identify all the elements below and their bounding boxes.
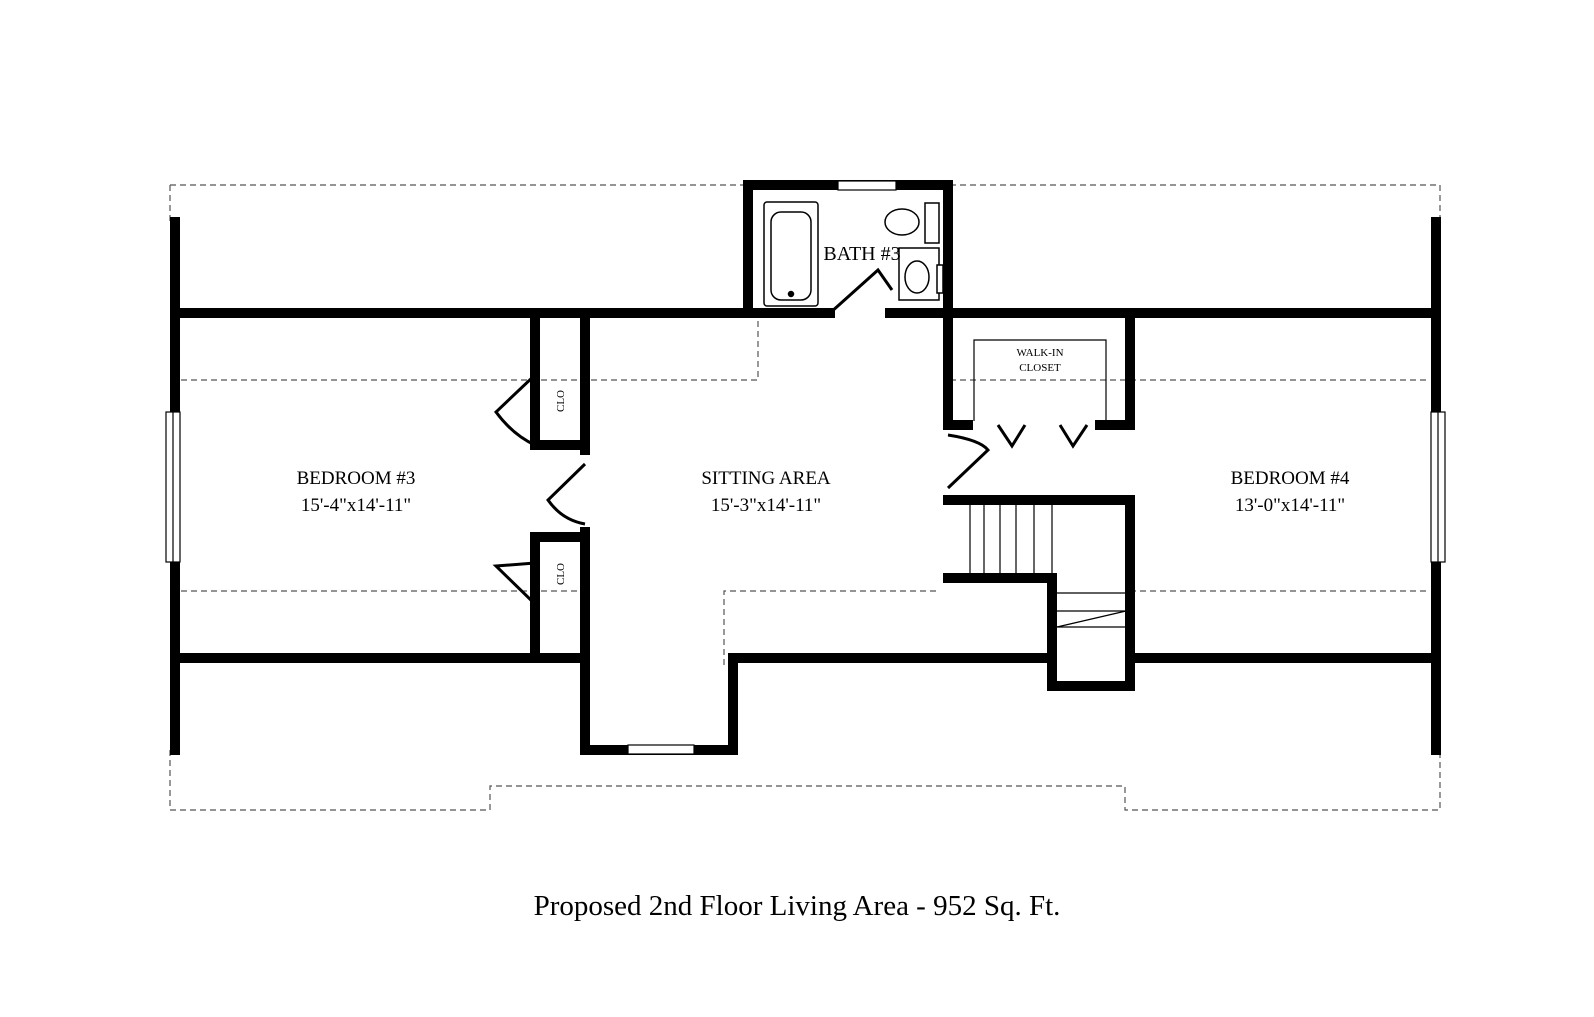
- bedroom3-label: BEDROOM #3: [297, 468, 416, 489]
- windows: [165, 180, 1446, 755]
- door-swings: [492, 373, 1089, 606]
- window-sitting: [627, 744, 695, 755]
- sitting-area-size: 15'-3"x14'-11": [711, 495, 821, 516]
- sink-icon: [904, 260, 930, 294]
- stairs: [969, 505, 1127, 628]
- walkin-closet-label-line1: WALK-IN: [1016, 347, 1063, 359]
- walkin-closet: [973, 339, 1107, 421]
- bedroom4-size: 13'-0"x14'-11": [1235, 495, 1345, 516]
- bedroom3-size: 15'-4"x14'-11": [301, 495, 411, 516]
- window-bath: [837, 180, 897, 191]
- sitting-area-label: SITTING AREA: [701, 468, 831, 489]
- clo-upper-label: CLO: [555, 390, 567, 412]
- plan-title: Proposed 2nd Floor Living Area - 952 Sq.…: [533, 890, 1061, 922]
- clo-lower-label: CLO: [555, 563, 567, 585]
- bath-door: [828, 267, 894, 315]
- walls: [170, 180, 1441, 755]
- roof-outline: [169, 184, 1441, 811]
- bath-fixtures: [763, 201, 944, 307]
- bedroom4-label: BEDROOM #4: [1231, 468, 1350, 489]
- bath3-label: BATH #3: [823, 243, 900, 265]
- toilet-icon: [884, 208, 920, 236]
- walkin-closet-label-line2: CLOSET: [1019, 362, 1061, 374]
